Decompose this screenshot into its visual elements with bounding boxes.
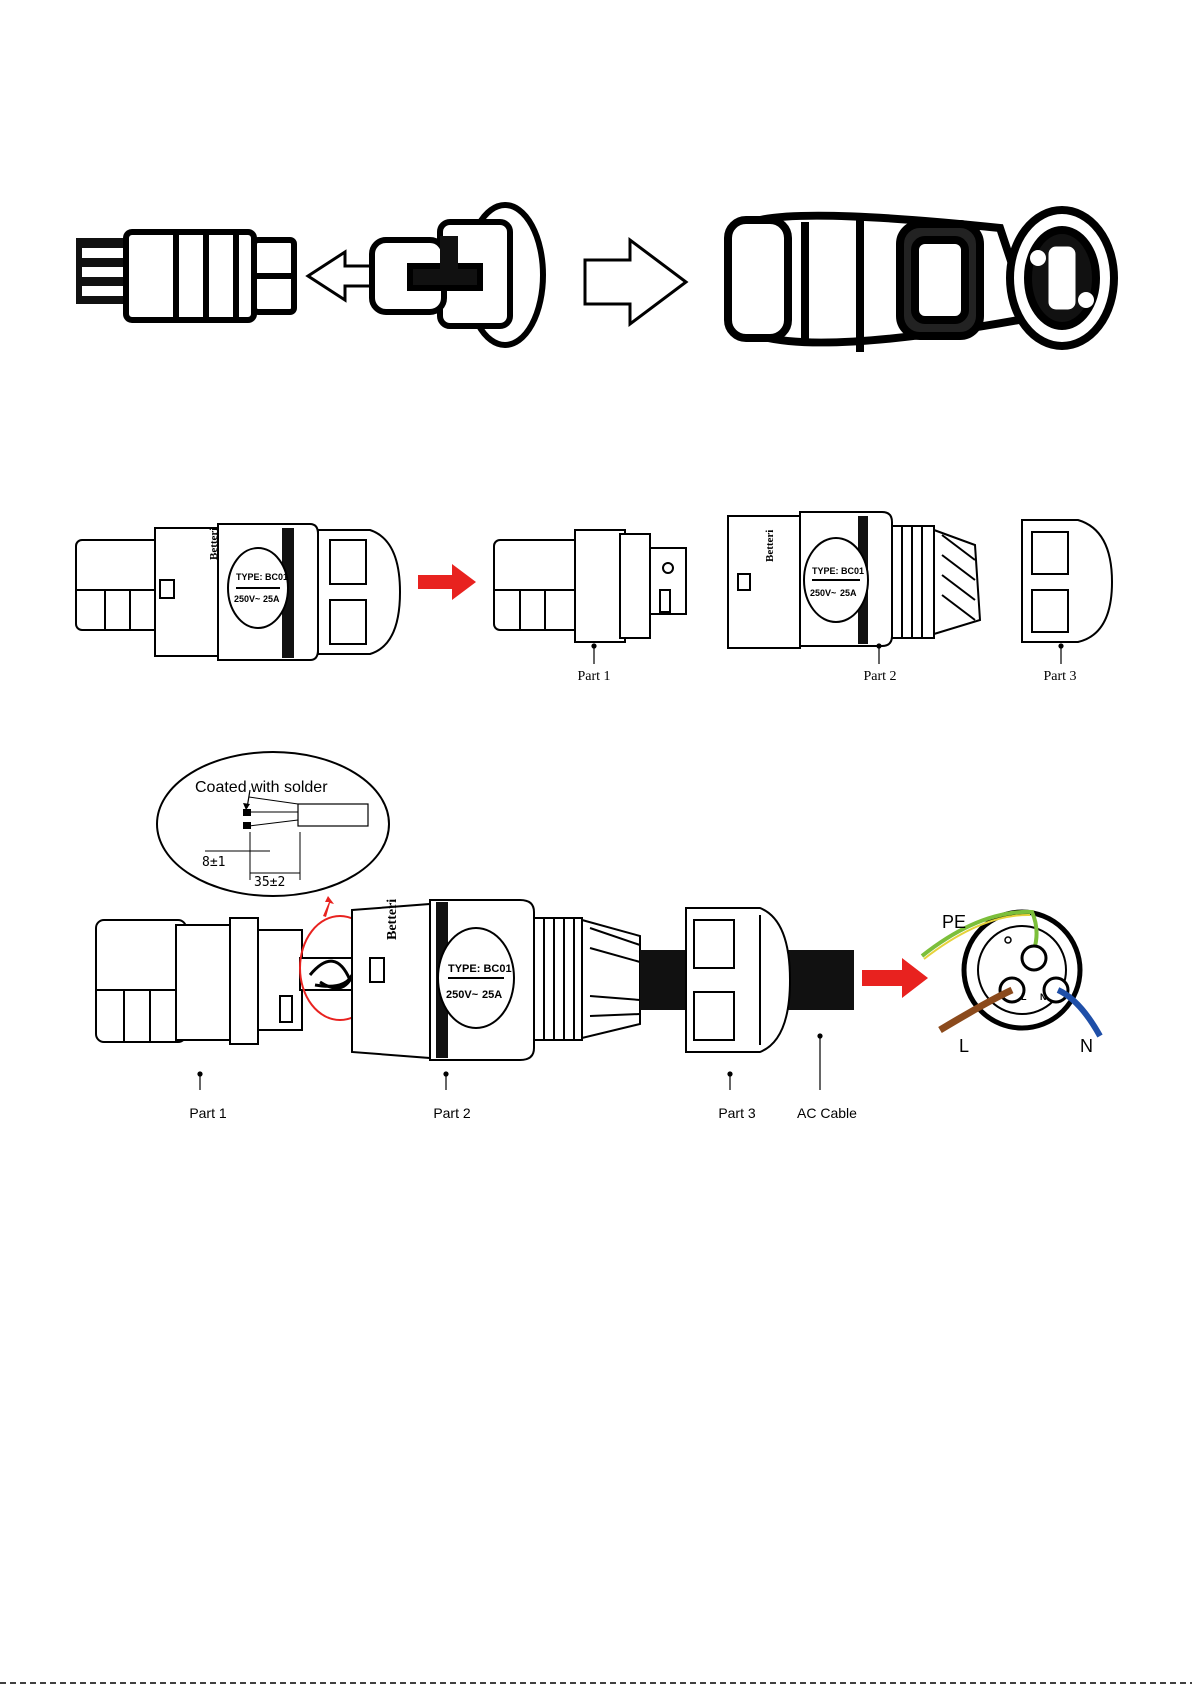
plug-side-view [76,232,294,320]
callout-title: Coated with solder [195,779,328,796]
part-1-mid [494,530,686,642]
assembled-connector [728,210,1114,352]
dim-total: 35±2 [254,875,285,890]
dim-strip: 8±1 [202,855,225,870]
part-2-label-bottom: Part 2 [433,1105,471,1121]
outline-arrow-right-icon [585,240,686,324]
pin-n-label: N [1040,992,1047,1002]
part-3-label-mid: Part 3 [1043,669,1076,684]
bottom-row: Coated with solder 8±1 35±2 [96,752,1100,1121]
wire-n-label: N [1080,1036,1093,1056]
part-3-label-bottom: Part 3 [718,1105,756,1121]
part-1-label-mid: Part 1 [577,669,610,684]
part-1-bottom [96,918,352,1044]
middle-row: Betteri TYPE: BC01 250V~ 25A [76,512,1112,684]
rating-a-mid-1: 25A [263,594,280,604]
red-arrow-bottom-icon [862,958,928,998]
rating-v-mid-1: 250V~ [234,594,260,604]
ac-cable-segment-1 [640,950,686,1010]
type-label-bottom: TYPE: BC01 [448,963,512,975]
type-label-mid-1: TYPE: BC01 [236,572,288,582]
part-3-mid [1022,520,1112,642]
small-red-arrow-icon [323,896,334,917]
ac-cable-segment-2 [784,950,854,1010]
rating-a-bottom: 25A [482,989,502,1001]
type-label-mid-2: TYPE: BC01 [812,566,864,576]
part-2-label-mid: Part 2 [863,669,896,684]
assembled-connector-side [76,524,400,660]
brand-label-mid-1: Betteri [208,528,220,560]
brand-label-bottom: Betteri [385,899,400,940]
socket-insert [372,205,543,345]
wire-l-label: L [959,1036,969,1056]
red-arrow-icon [418,564,476,600]
part-3-bottom [686,908,790,1052]
wire-pe-label: PE [942,912,966,932]
rating-a-mid-2: 25A [840,588,857,598]
top-row [76,205,1114,352]
rating-v-bottom: 250V~ [446,989,479,1001]
ac-cable-label: AC Cable [797,1105,857,1121]
part-1-label-bottom: Part 1 [189,1105,227,1121]
pin-l-label: L [1021,992,1027,1002]
brand-label-mid-2: Betteri [764,530,776,562]
rating-v-mid-2: 250V~ [810,588,836,598]
